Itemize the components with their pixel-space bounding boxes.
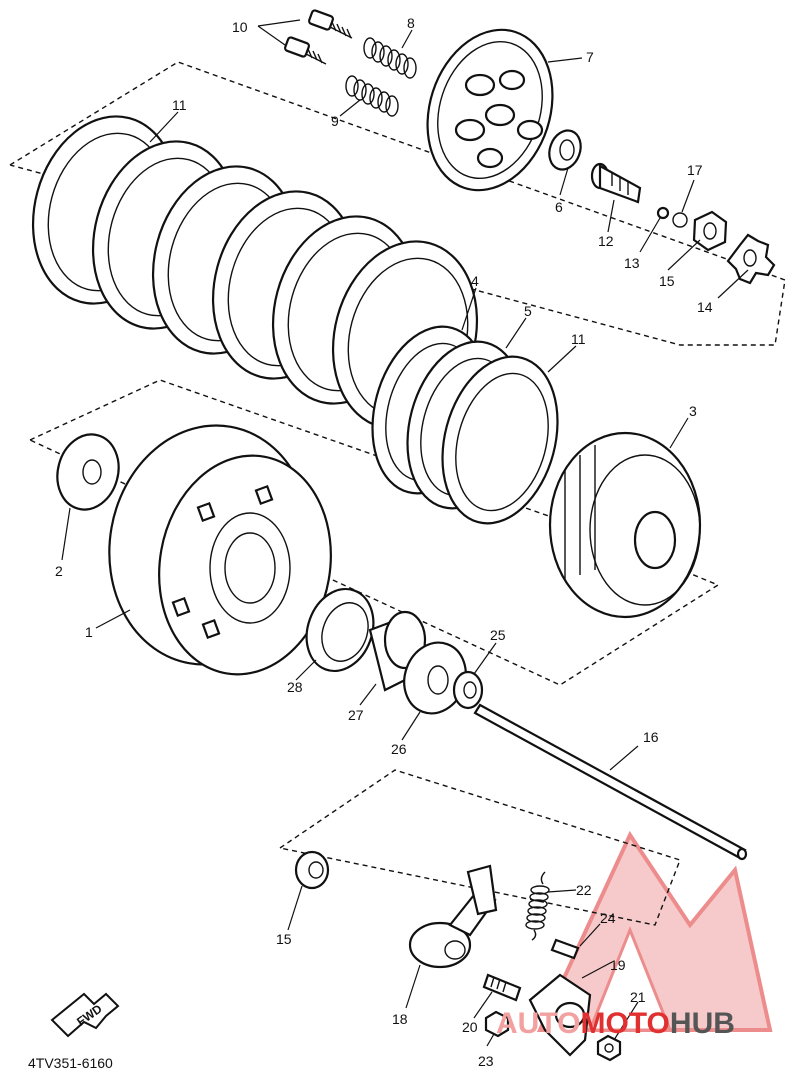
watermark-part-1: AUTO	[496, 1007, 580, 1040]
spring-8	[363, 37, 417, 79]
oring-18	[672, 212, 688, 228]
bushing-16	[294, 850, 330, 890]
callout-2: 2	[55, 563, 63, 579]
callout-9: 9	[331, 113, 339, 129]
collar-26	[452, 670, 484, 710]
push-rod-12	[590, 162, 642, 204]
release-lever-19	[408, 864, 498, 969]
callout-5: 5	[524, 303, 532, 319]
callout-13: 13	[624, 255, 640, 271]
clutch-plate-stack	[31, 115, 479, 430]
pressure-plate-7	[426, 28, 554, 192]
callout-16: 15	[276, 931, 292, 947]
leader-lines	[61, 19, 749, 1047]
friction-plate-11b	[441, 355, 559, 525]
pin-25	[550, 938, 580, 960]
plate-group-outline	[9, 61, 786, 346]
clutch-housing-1	[108, 424, 332, 676]
callout-10: 10	[232, 19, 248, 35]
nut-22	[596, 1034, 622, 1062]
callout-28: 27	[348, 707, 364, 723]
watermark-part-2: MOTO	[580, 1007, 669, 1040]
callout-26: 25	[490, 627, 506, 643]
diagram-code: 4TV351-6160	[28, 1055, 113, 1071]
fwd-arrow-icon: FWD	[50, 992, 120, 1038]
callout-labels: 10 8 9 7 11 6 12 17 13 15 14 4 5 11 3 2 …	[55, 15, 713, 1069]
watermark-part-3: HUB	[670, 1007, 735, 1040]
callout-14: 14	[697, 299, 713, 315]
callout-17: 16	[643, 729, 659, 745]
adjust-screw-21	[482, 973, 522, 1002]
callout-24: 23	[478, 1053, 494, 1069]
callout-27: 26	[391, 741, 407, 757]
callout-8: 8	[407, 15, 415, 31]
ball-13	[656, 206, 670, 220]
needle-bearing-29	[305, 587, 375, 673]
callout-29: 28	[287, 679, 303, 695]
lever-group-outline	[279, 769, 681, 926]
callout-18: 17	[687, 162, 703, 178]
callout-20: 19	[610, 957, 626, 973]
callout-12: 12	[598, 233, 614, 249]
nut-15	[692, 210, 728, 252]
callout-23: 22	[576, 882, 592, 898]
callout-7: 7	[586, 49, 594, 65]
callout-6: 6	[555, 199, 563, 215]
callout-15: 15	[659, 273, 675, 289]
spring-9	[345, 75, 399, 117]
callout-19: 18	[392, 1011, 408, 1027]
watermark-text: AUTOMOTOHUB	[496, 1007, 735, 1040]
bearing-6	[548, 129, 582, 171]
nut-24	[484, 1010, 510, 1038]
bracket-20	[528, 973, 592, 1057]
thrust-washer-2	[56, 433, 120, 511]
bolt-10a	[308, 9, 353, 39]
callout-25: 24	[600, 910, 616, 926]
push-rod-17	[473, 703, 748, 861]
return-spring-23	[525, 871, 550, 941]
callout-22: 21	[630, 989, 646, 1005]
callout-11b: 11	[571, 331, 586, 347]
callout-1: 1	[85, 624, 93, 640]
lock-washer-14	[726, 233, 776, 285]
clutch-boss-3	[548, 431, 702, 619]
callout-21: 20	[462, 1019, 478, 1035]
callout-4: 4	[471, 273, 479, 289]
bolt-10b	[284, 36, 327, 65]
watermark-triangle	[536, 830, 773, 1032]
callout-11a: 11	[172, 97, 187, 113]
callout-3: 3	[689, 403, 697, 419]
